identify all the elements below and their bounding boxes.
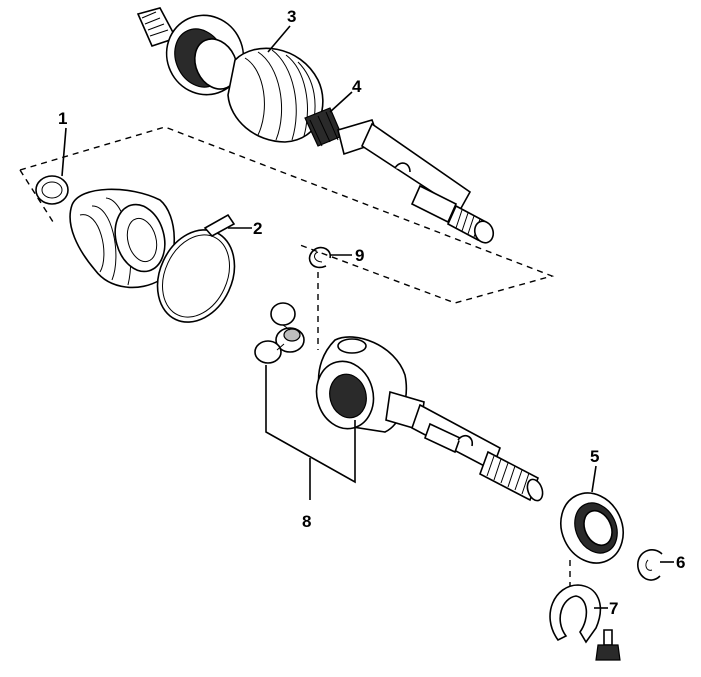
boot-clamp-small	[35, 175, 69, 205]
svg-text:2: 2	[253, 219, 262, 238]
svg-text:8: 8	[302, 512, 311, 531]
callout-3: 3	[267, 7, 296, 53]
snap-ring-9	[308, 246, 332, 269]
callout-4: 4	[329, 77, 362, 113]
bracket-bolt	[595, 629, 621, 661]
inner-cv-joint	[315, 336, 544, 502]
callout-9: 9	[330, 246, 364, 265]
boot-band-large	[156, 213, 236, 323]
callout-8: 8	[302, 512, 311, 531]
callout-7: 7	[594, 599, 618, 618]
axle-shaft-upper	[337, 119, 495, 244]
bearing-bracket-7	[549, 584, 602, 644]
outer-cv-joint	[165, 14, 245, 96]
svg-text:4: 4	[352, 77, 362, 96]
bearing	[560, 492, 624, 564]
inner-boot	[69, 188, 176, 289]
callout-1: 1	[58, 109, 67, 177]
svg-text:7: 7	[609, 599, 618, 618]
svg-text:6: 6	[676, 553, 685, 572]
boot-kit-outline	[19, 126, 555, 304]
upper-axle-assembly	[136, 7, 495, 244]
svg-text:1: 1	[58, 109, 67, 128]
callout-5: 5	[590, 447, 599, 493]
bracket-8	[265, 365, 356, 500]
circlip-6	[637, 549, 663, 581]
callouts: 1 2 3 4 5 6 7 8 9	[58, 7, 685, 618]
callout-2: 2	[228, 219, 262, 238]
tripod-spider	[254, 302, 305, 364]
svg-text:3: 3	[287, 7, 296, 26]
callout-6: 6	[660, 553, 685, 572]
outer-boot	[227, 47, 324, 143]
svg-text:9: 9	[355, 246, 364, 265]
svg-text:5: 5	[590, 447, 599, 466]
